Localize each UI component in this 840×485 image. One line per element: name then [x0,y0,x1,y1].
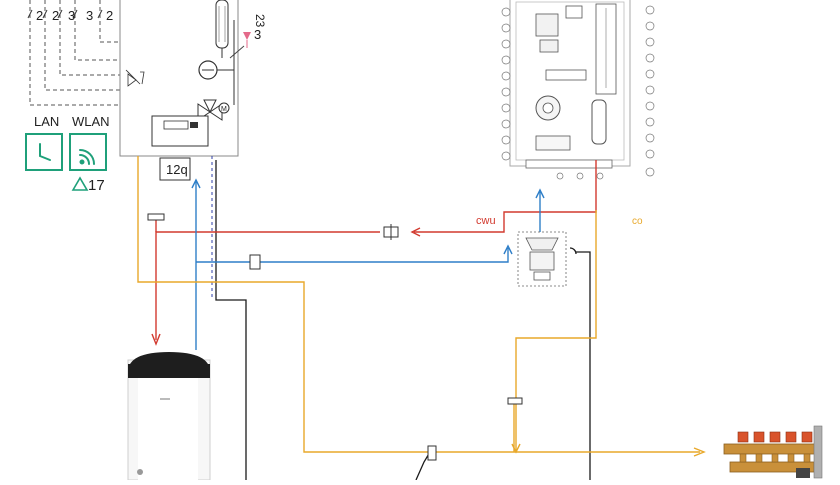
heating-arrow-icon [693,447,706,457]
hot-water-pipe [155,160,597,340]
transfer-module [517,231,567,287]
floor-heating-manifold [723,425,823,479]
cold-water-pipe [195,180,541,350]
terminal-count: 2 [106,8,113,23]
terminal-count: 2 [52,8,59,23]
module-label: 12q [166,162,188,177]
circulation-pump-icon [198,60,218,80]
dhw-pipe-label: cwu [476,215,496,227]
temperature-sensor-icon [243,32,251,40]
boiler-unit [509,0,631,169]
controller-module [151,115,209,147]
heating-pipe [137,156,700,453]
warning-icon [71,176,89,191]
module-box [159,157,191,181]
terminal-count: 3 [86,8,93,23]
cable-lines [215,160,591,481]
terminal-count: 3 [68,8,75,23]
safety-valve-icon [125,69,145,87]
expansion-vessel [215,0,229,49]
sensor-number: 23 [253,14,267,28]
lan-label: LAN [34,114,59,129]
pipe-sensor [147,213,523,461]
terminal-ticks [27,9,103,19]
heating-pipe-label: co [632,216,643,227]
sensor-marker-number: 3 [254,27,261,42]
cold-water-arrow-icon [191,178,201,189]
terminal-count: 2 [36,8,43,23]
lan-icon [25,133,63,171]
boiler-part-callouts [501,5,655,180]
warning-number: 17 [88,177,105,194]
wlan-label: WLAN [72,114,110,129]
mixing-valve-icon: M [197,99,230,121]
svg-text:M: M [221,106,227,113]
hot-water-tank [127,352,211,481]
hot-water-arrow-icon [151,333,161,346]
